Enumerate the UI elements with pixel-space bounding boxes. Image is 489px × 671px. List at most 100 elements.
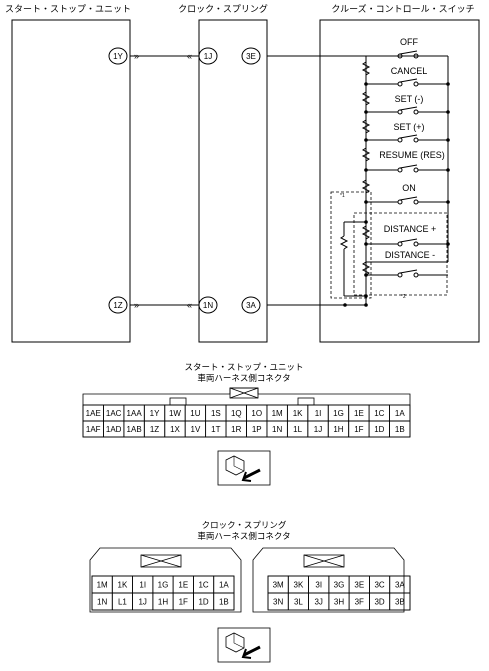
- connector-pin-label: 1K: [293, 409, 303, 418]
- connector-pin-label: 1U: [190, 409, 200, 418]
- connector2-title-line1: クロック・スプリング: [202, 520, 287, 530]
- clock-spring-title: クロック・スプリング: [178, 3, 268, 14]
- connector-pin-label: 1X: [170, 425, 180, 434]
- connector-pin-label: 1M: [272, 409, 283, 418]
- junction-dots: [343, 82, 450, 307]
- connector-pin-label: 1N: [272, 425, 282, 434]
- connector-pin-label: 1Q: [231, 409, 242, 418]
- connector-cell: [213, 592, 235, 611]
- connector-cell: [389, 592, 411, 611]
- connector-pin-label: 3J: [314, 598, 322, 607]
- connector-pin-label: 1K: [118, 581, 128, 590]
- connector-pin-label: L1: [118, 598, 127, 607]
- connector-pin-label: 3D: [374, 598, 384, 607]
- connector-pin-label: 1C: [374, 409, 384, 418]
- connector1-title-line1: スタート・ストップ・ユニット: [184, 362, 303, 372]
- note-1: *1: [340, 193, 345, 199]
- connector-pin-label: 1E: [178, 581, 188, 590]
- connector-pin-label: 3C: [374, 581, 384, 590]
- connector-pin-label: 1G: [333, 409, 344, 418]
- pin-1z: 1Z: [113, 301, 122, 310]
- label-on: ON: [402, 183, 416, 193]
- connector-pin-label: 1W: [169, 409, 181, 418]
- connector-pin-label: 3F: [355, 598, 364, 607]
- connector-pin-label: 3M: [273, 581, 284, 590]
- connector-pin-label: 1H: [333, 425, 343, 434]
- pin-3e: 3E: [246, 52, 256, 61]
- switch-network: [339, 50, 449, 306]
- connector-pin-label: 3K: [294, 581, 304, 590]
- svg-text:»: »: [134, 51, 139, 61]
- cruise-switch-box: [319, 19, 480, 343]
- connector-pin-label: 1AC: [106, 409, 122, 418]
- connector-pin-label: 1B: [395, 425, 405, 434]
- label-cancel: CANCEL: [391, 66, 428, 76]
- connector2-title-line2: 車両ハーネス側コネクタ: [197, 531, 290, 541]
- connector-pin-label: 1S: [211, 409, 221, 418]
- pin-circles: [108, 47, 261, 314]
- connector-pin-label: 3A: [395, 581, 405, 590]
- connector-pin-label: 3B: [395, 598, 405, 607]
- connector-pin-label: 1T: [211, 425, 220, 434]
- pin-3a: 3A: [246, 301, 256, 310]
- connector-pin-label: 1I: [315, 409, 322, 418]
- connector-cell: [389, 420, 411, 438]
- main-wires: [130, 55, 345, 306]
- connector-pin-label: 1J: [314, 425, 322, 434]
- label-distance-plus: DISTANCE +: [384, 224, 437, 234]
- pin-1j: 1J: [204, 52, 212, 61]
- connector-pin-label: 1C: [198, 581, 208, 590]
- connector-pin-label: 3N: [273, 598, 283, 607]
- connector-pin-label: 1A: [219, 581, 229, 590]
- connector-pin-label: 3G: [334, 581, 345, 590]
- connector1-view-icon: [217, 450, 271, 486]
- connector-pin-label: 1AB: [127, 425, 142, 434]
- connector-pin-label: 1P: [252, 425, 262, 434]
- connector-pin-label: 1A: [395, 409, 405, 418]
- connector-pin-label: 1AA: [127, 409, 143, 418]
- connector-pin-label: 1I: [139, 581, 146, 590]
- note-2: *2: [401, 294, 406, 300]
- option-box-2: [353, 212, 448, 296]
- label-set-minus: SET (-): [395, 94, 424, 104]
- connector-pin-label: 1J: [138, 598, 146, 607]
- label-distance-minus: DISTANCE -: [385, 250, 435, 260]
- connector-pin-label: 1F: [179, 598, 188, 607]
- svg-text:«: «: [187, 300, 192, 310]
- connector-chevrons: » « » » « »: [134, 51, 259, 310]
- connector-pin-label: 3L: [294, 598, 303, 607]
- connector-pin-label: 1M: [97, 581, 108, 590]
- label-off: OFF: [400, 37, 418, 47]
- connector-pin-label: 1AE: [86, 409, 101, 418]
- pin-1y: 1Y: [113, 52, 123, 61]
- connector-pin-label: 1L: [293, 425, 302, 434]
- label-resume: RESUME (RES): [379, 150, 445, 160]
- connector-pin-label: 1AF: [86, 425, 101, 434]
- svg-text:»: »: [134, 300, 139, 310]
- connector-pin-label: 1H: [158, 598, 168, 607]
- connector-pin-label: 1R: [231, 425, 241, 434]
- connector-pin-label: 1AD: [106, 425, 122, 434]
- option-box-1: [330, 191, 372, 299]
- label-set-plus: SET (+): [393, 122, 424, 132]
- connector1-title-line2: 車両ハーネス側コネクタ: [197, 373, 290, 383]
- connector-pin-label: 3I: [315, 581, 322, 590]
- connector-pin-label: 1D: [374, 425, 384, 434]
- pin-1n: 1N: [203, 301, 213, 310]
- connector-pin-label: 1N: [97, 598, 107, 607]
- connector2-view-icon: [217, 627, 271, 663]
- connector-pin-label: 1B: [219, 598, 229, 607]
- start-stop-unit-box: [11, 19, 131, 343]
- connector-pin-label: 1Y: [150, 409, 160, 418]
- connector-pin-label: 1Z: [150, 425, 159, 434]
- clock-spring-box: [198, 19, 268, 343]
- cruise-switch-title: クルーズ・コントロール・スイッチ: [331, 3, 474, 14]
- connector-pin-label: 1O: [251, 409, 262, 418]
- connector-pin-label: 3E: [354, 581, 364, 590]
- svg-text:«: «: [187, 51, 192, 61]
- connector-pin-label: 1D: [198, 598, 208, 607]
- connector-pin-label: 3H: [334, 598, 344, 607]
